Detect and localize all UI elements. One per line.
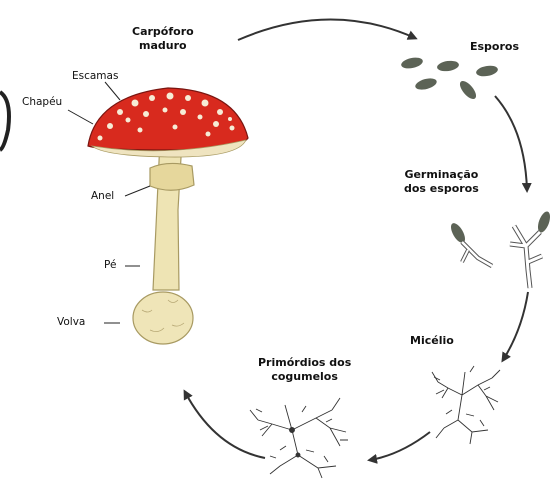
part-label-stalk: Pé [104,259,116,272]
cycle-arrow-to-mycelium [503,292,528,360]
leader-cap [68,110,93,124]
stage-label-line: Carpóforo [132,25,194,39]
stage-label-line: Germinação [404,168,479,182]
edge-fragment [0,92,9,150]
stage-label-line: dos esporos [404,182,479,196]
mushroom-volva [133,292,193,344]
spores-illustration [400,56,499,102]
stage-label-spore-germination: Germinação dos esporos [404,168,479,196]
cycle-arrow-to-mature [185,392,265,458]
stage-label-mushroom-primordia: Primórdios dos cogumelos [258,356,351,384]
mushroom-illustration [88,88,248,344]
part-label-volva: Volva [57,316,85,329]
part-label-ring: Anel [91,190,114,203]
part-label-scales: Escamas [72,70,118,83]
germinating-spores-illustration [448,210,552,288]
cycle-arrow-to-germination [495,96,527,190]
cycle-arrow-to-spores [238,19,415,40]
leader-ring [125,186,150,196]
mushroom-ring [150,163,194,190]
leader-scales [105,82,120,100]
stage-label-line: cogumelos [258,370,351,384]
stage-label-mycelium: Micélio [410,334,454,348]
stage-label-spores: Esporos [470,40,519,54]
part-label-cap: Chapéu [22,96,62,109]
stage-label-line: Primórdios dos [258,356,351,370]
primordia-illustration [250,398,348,478]
stage-label-line: maduro [132,39,194,53]
mycelium-illustration [432,366,500,444]
stage-label-mature-fruiting-body: Carpóforo maduro [132,25,194,53]
mushroom-stalk [153,140,182,290]
cycle-arrow-to-primordia [370,432,430,460]
